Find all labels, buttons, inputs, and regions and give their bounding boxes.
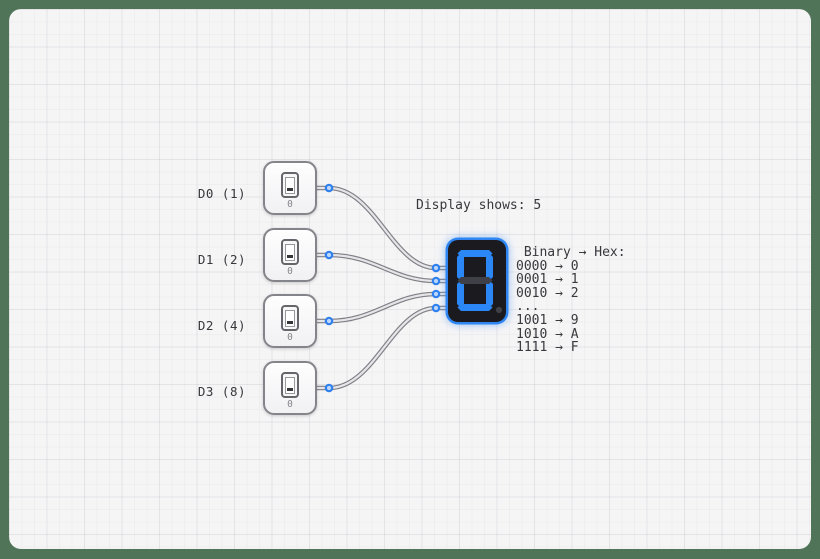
toggle-switch-d3[interactable]: 0 — [263, 361, 317, 415]
connection-node[interactable] — [324, 183, 334, 193]
connection-node[interactable] — [324, 383, 334, 393]
toggle-switch-d0[interactable]: 0 — [263, 161, 317, 215]
toggle-switch-icon — [281, 172, 299, 198]
display-note: Display shows: 5 — [416, 198, 542, 213]
seven-segment-digit — [457, 250, 503, 314]
switch-value: 0 — [287, 266, 293, 277]
connection-node[interactable] — [431, 303, 441, 313]
toggle-switch-icon — [281, 239, 299, 265]
wire-d1 — [317, 255, 448, 281]
connection-node[interactable] — [431, 289, 441, 299]
switch-value: 0 — [287, 332, 293, 343]
connection-node[interactable] — [431, 263, 441, 273]
wire-layer — [9, 183, 811, 393]
connection-node[interactable] — [324, 316, 334, 326]
seven-segment-display[interactable] — [448, 240, 506, 322]
switch-value: 0 — [287, 199, 293, 210]
wire-d2 — [317, 294, 448, 321]
input-label-d0: D0 (1) — [197, 186, 246, 201]
toggle-switch-icon — [281, 372, 299, 398]
toggle-switch-icon — [281, 305, 299, 331]
decimal-point — [495, 306, 503, 314]
input-label-d1: D1 (2) — [197, 252, 246, 267]
wire-d3 — [317, 308, 448, 388]
input-label-d3: D3 (8) — [197, 384, 246, 399]
connection-node[interactable] — [431, 276, 441, 286]
binary-hex-table: Binary → Hex: 0000 → 0 0001 → 1 0010 → 2… — [516, 245, 626, 356]
toggle-switch-d2[interactable]: 0 — [263, 294, 317, 348]
switch-value: 0 — [287, 399, 293, 410]
connection-node[interactable] — [324, 250, 334, 260]
input-label-d2: D2 (4) — [197, 318, 246, 333]
toggle-switch-d1[interactable]: 0 — [263, 228, 317, 282]
circuit-canvas[interactable]: D0 (1) D1 (2) D2 (4) D3 (8) 0 0 0 — [9, 9, 811, 549]
